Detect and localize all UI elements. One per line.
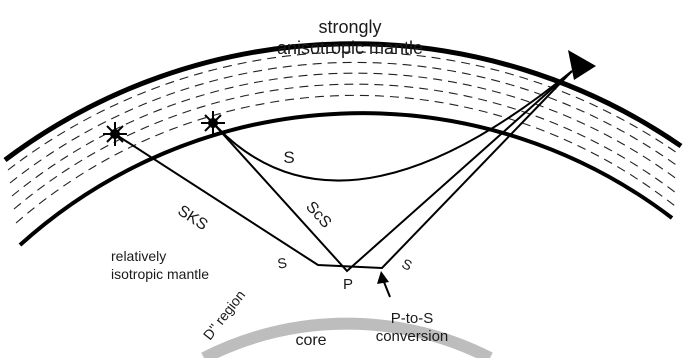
isotropic-mantle-label: isotropic mantle xyxy=(111,266,209,282)
p-to-s-label: P-to-S xyxy=(391,310,434,327)
arrow-icon xyxy=(377,271,390,297)
s-right-label: S xyxy=(399,255,414,273)
scs-ray-path xyxy=(213,71,572,271)
sks-ray-path xyxy=(115,71,572,268)
sks-ray-label: SKS xyxy=(174,202,210,234)
anisotropic-mantle-label: anisotropic mantle xyxy=(277,38,423,58)
relatively-label: relatively xyxy=(111,248,166,264)
core-label: core xyxy=(295,332,326,349)
s-left-label: S xyxy=(276,254,288,271)
strongly-label: strongly xyxy=(318,17,381,37)
star-burst-icon xyxy=(103,122,127,146)
d-region-label: D'' region xyxy=(200,287,248,343)
s-ray-label: S xyxy=(283,148,294,167)
anisotropy-dashed-lines xyxy=(8,52,680,223)
triangle-icon xyxy=(568,50,596,80)
conversion-label: conversion xyxy=(376,328,449,345)
p-mid-label: P xyxy=(343,276,353,293)
